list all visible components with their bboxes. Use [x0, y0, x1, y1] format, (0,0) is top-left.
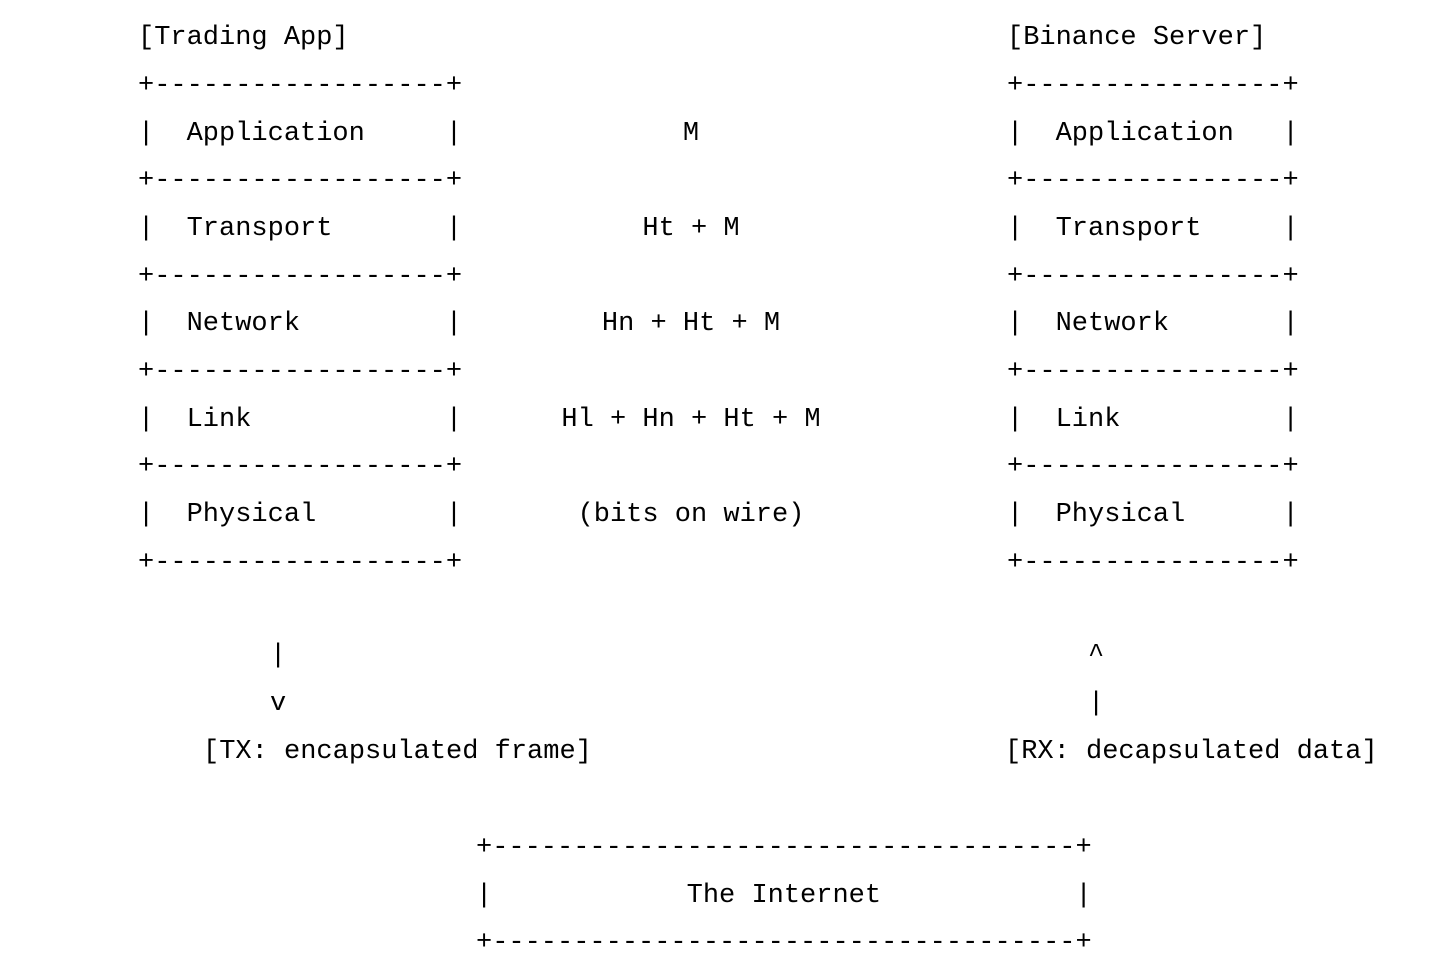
right-stack-row-link: | Link |: [1007, 405, 1299, 435]
internet-box-body: | The Internet |: [476, 881, 1092, 911]
left-stack-row-physical: | Physical |: [138, 500, 463, 530]
left-stack-divider-2: +------------------+: [138, 262, 463, 292]
right-stack-top-border: +----------------+: [1007, 71, 1299, 101]
payload-application: M: [682, 119, 700, 149]
payload-physical: (bits on wire): [577, 500, 805, 530]
right-stack-row-network: | Network |: [1007, 309, 1299, 339]
arrow-up-icon: ^: [1088, 641, 1105, 671]
right-stack-row-transport: | Transport |: [1007, 214, 1299, 244]
right-stack-divider-2: +----------------+: [1007, 262, 1299, 292]
right-stack-divider-4: +----------------+: [1007, 452, 1299, 482]
right-stack-row-application: | Application |: [1007, 119, 1299, 149]
left-stack-header: [Trading App]: [138, 23, 349, 53]
left-stack-bottom-border: +------------------+: [138, 548, 463, 578]
right-stack-header: [Binance Server]: [1007, 23, 1267, 53]
left-stack-divider-4: +------------------+: [138, 452, 463, 482]
internet-box-bottom-border: +------------------------------------+: [476, 928, 1092, 958]
left-stack-top-border: +------------------+: [138, 71, 463, 101]
internet-box-top-border: +------------------------------------+: [476, 833, 1092, 863]
rx-flow-stem-icon: |: [1088, 689, 1105, 719]
right-stack-bottom-border: +----------------+: [1007, 548, 1299, 578]
tx-flow-label: [TX: encapsulated frame]: [203, 737, 592, 767]
arrow-down-icon: v: [270, 689, 287, 719]
right-stack-row-physical: | Physical |: [1007, 500, 1299, 530]
rx-flow-label: [RX: decapsulated data]: [1005, 737, 1378, 767]
left-stack-row-network: | Network |: [138, 309, 463, 339]
left-stack-row-application: | Application |: [138, 119, 463, 149]
left-stack-row-transport: | Transport |: [138, 214, 463, 244]
left-stack-divider-3: +------------------+: [138, 357, 463, 387]
left-stack-divider-1: +------------------+: [138, 166, 463, 196]
payload-link: Hl + Hn + Ht + M: [561, 405, 821, 435]
payload-network: Hn + Ht + M: [601, 309, 781, 339]
right-stack-divider-3: +----------------+: [1007, 357, 1299, 387]
right-stack-divider-1: +----------------+: [1007, 166, 1299, 196]
tx-flow-stem-icon: |: [270, 641, 287, 671]
left-stack-row-link: | Link |: [138, 405, 463, 435]
payload-transport: Ht + M: [642, 214, 740, 244]
